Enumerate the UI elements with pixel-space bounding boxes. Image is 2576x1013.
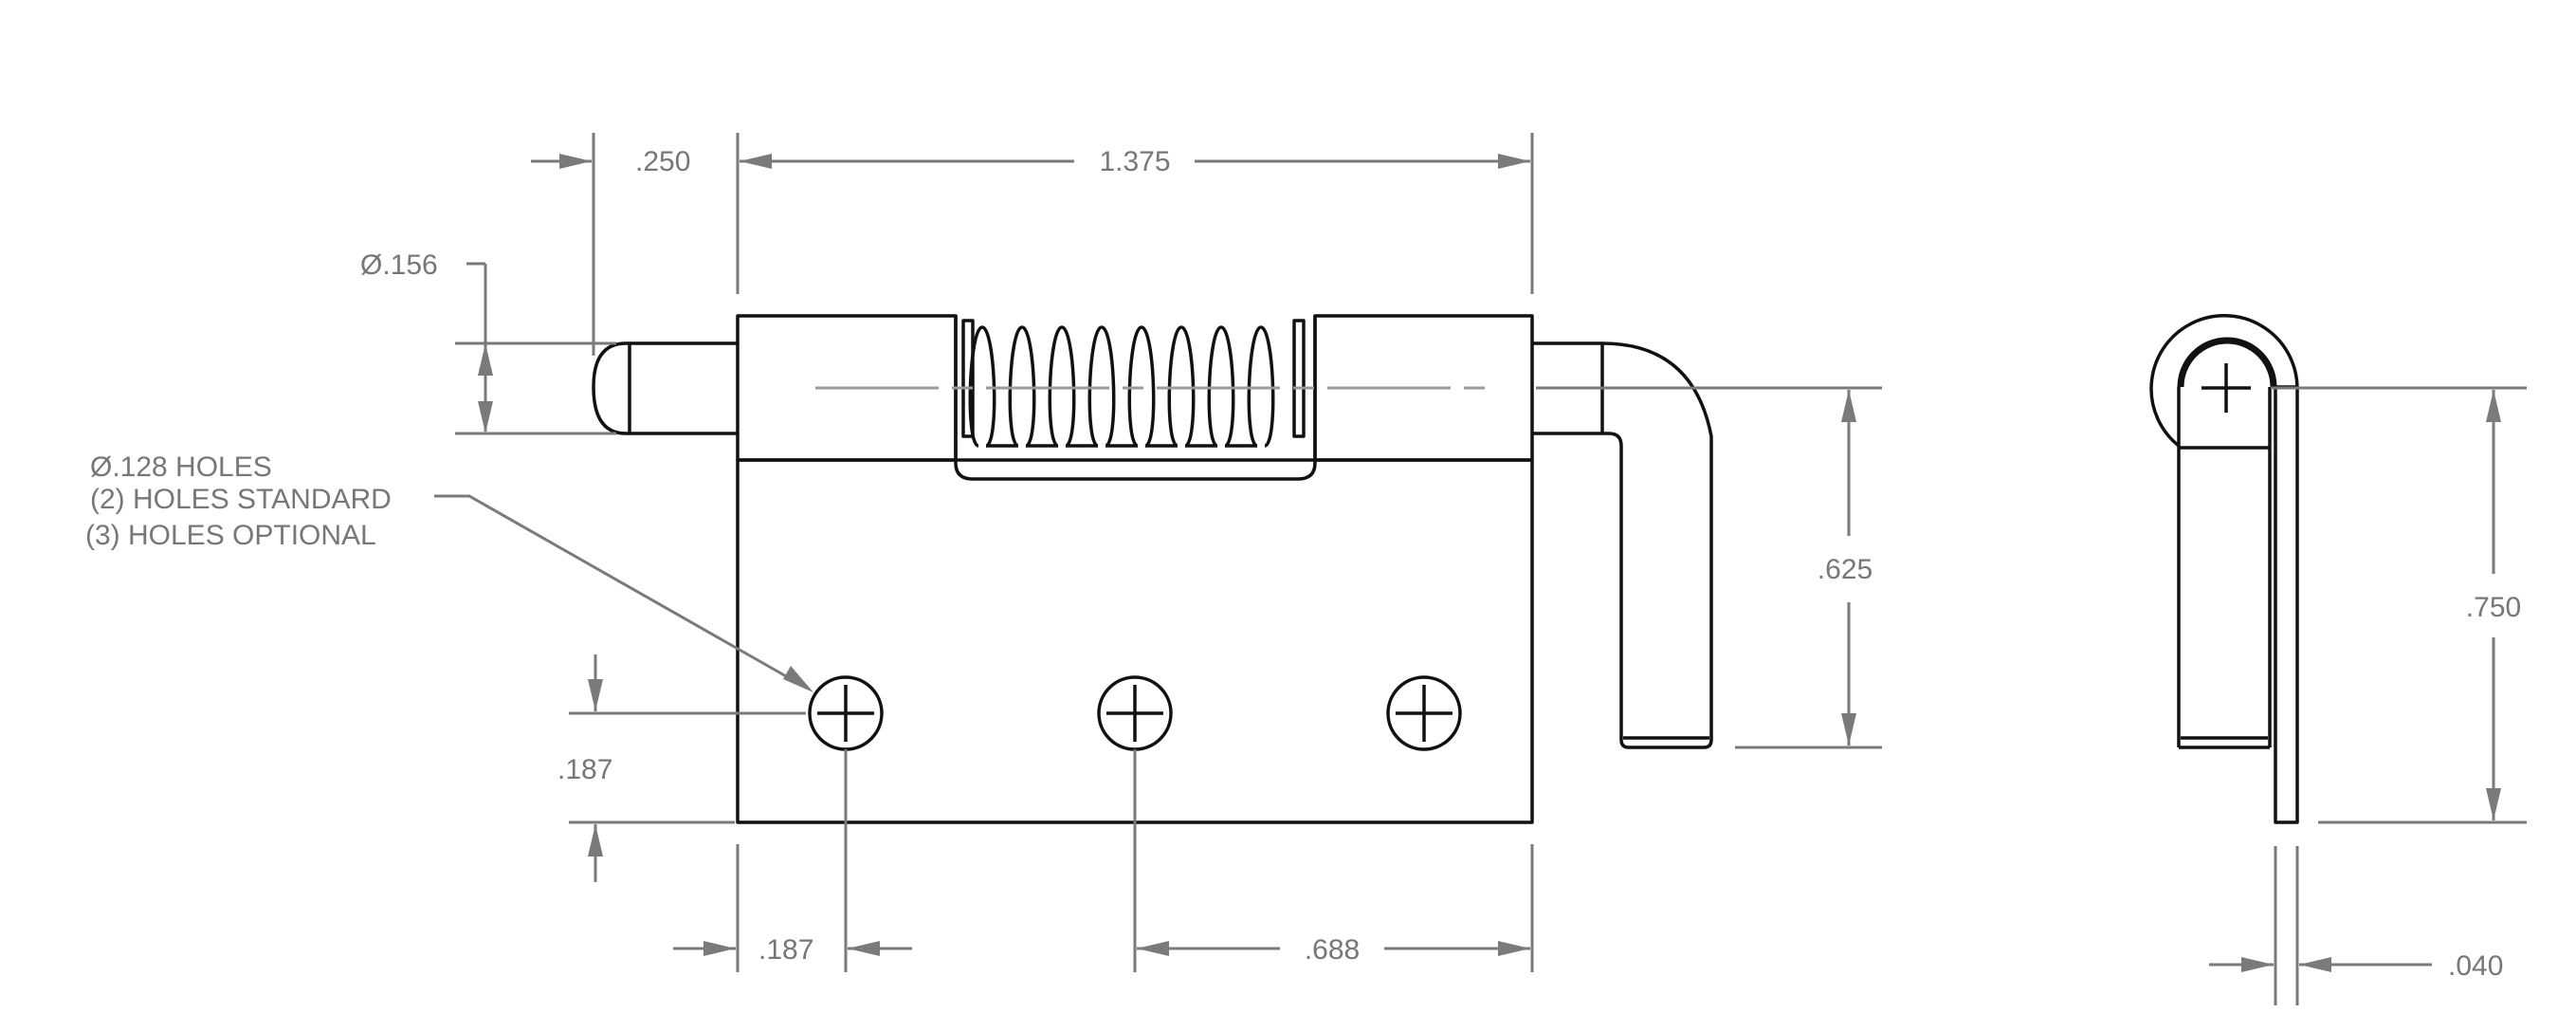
mounting-hole-3 [1386, 675, 1462, 751]
hole-callout: Ø.128 HOLES (2) HOLES STANDARD (3) HOLES… [85, 451, 813, 692]
dimension-hole-spacing: .688 [1133, 749, 1534, 972]
side-outer-knuckle [2149, 314, 2299, 448]
side-curl [2177, 337, 2277, 388]
thickness-label: .040 [2448, 950, 2503, 982]
hole-spacing-label: .688 [1305, 934, 1360, 966]
pin-left-stub [592, 341, 738, 435]
pin-height-label: .625 [1818, 554, 1873, 585]
mounting-hole-1 [808, 675, 884, 751]
front-view [592, 314, 1713, 824]
dimension-overall-width: 1.375 [736, 133, 1534, 294]
dimension-pin-offset: .250 [531, 133, 749, 356]
hole-from-bottom-label: .187 [557, 754, 612, 785]
hole-note-line2: (2) HOLES STANDARD [90, 484, 392, 515]
dimension-hole-from-left: .187 [673, 749, 912, 972]
hole-note-line3: (3) HOLES OPTIONAL [85, 520, 376, 551]
pin-offset-label: .250 [635, 146, 690, 177]
side-view [2149, 314, 2299, 824]
hole-from-left-label: .187 [758, 934, 813, 966]
pin-handle [1532, 341, 1713, 749]
dimension-hole-from-bottom: .187 [557, 654, 806, 882]
spring-housing [954, 316, 1317, 481]
overall-height-label: .750 [2466, 592, 2521, 623]
hole-note-line1: Ø.128 HOLES [90, 451, 272, 483]
mounting-hole-2 [1097, 675, 1173, 751]
dimension-pin-height: .625 [1536, 386, 1882, 749]
pin-diameter-label: Ø.156 [360, 249, 438, 281]
dimension-overall-height: .750 [2271, 386, 2527, 824]
spring-coil [961, 319, 1306, 448]
overall-width-label: 1.375 [1099, 146, 1170, 177]
dimension-thickness: .040 [2209, 846, 2503, 1005]
dimension-pin-diameter: Ø.156 [360, 249, 616, 435]
side-leaf [2274, 385, 2299, 824]
